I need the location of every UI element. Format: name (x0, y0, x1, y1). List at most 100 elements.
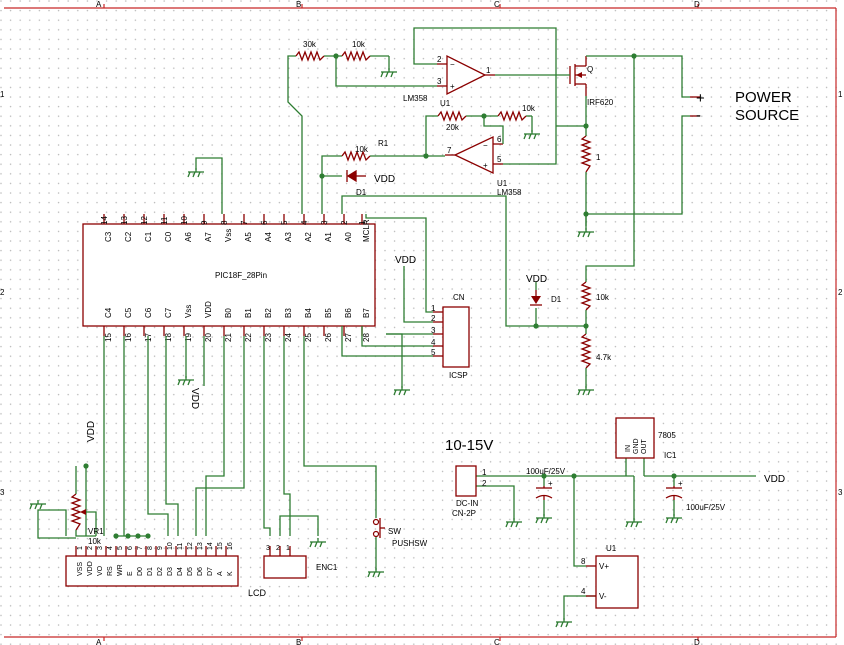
mcu-pin-name: A0 (344, 232, 353, 242)
opamp-power-block[interactable]: V+ V- 8 4 U1 (581, 544, 639, 609)
mcu-pin-name: B2 (264, 308, 273, 318)
resistor-divider-bottom[interactable]: 4.7k (580, 333, 612, 369)
lcd-pin-number: 14 (207, 542, 214, 550)
icsp-pin-number: 5 (431, 348, 436, 357)
opamp-u1b[interactable]: − + 6 5 7 U1 LM358 (445, 135, 522, 197)
mcu-bottom-pins: 15C416C517C618C719Vss20VDD21B022B123B224… (103, 301, 371, 342)
opamp2-pin-inp: 5 (497, 155, 502, 164)
lcd-pin-number: 13 (197, 542, 204, 550)
mcu-pin-number: 19 (184, 333, 193, 342)
diode-d1-upper[interactable]: VDD D1 (346, 169, 395, 197)
lcd-module[interactable]: LCD 1VSS2VDD3VO4RS5WR6E7D08D19D210D311D4… (65, 542, 267, 598)
mosfet-irf620[interactable]: Q IRF620 (569, 56, 614, 107)
lcd-pin-name: D4 (177, 567, 184, 576)
ground-icon (380, 68, 397, 78)
enc-pin: 1 (286, 545, 290, 552)
mcu-pin-name: C5 (124, 307, 133, 318)
mcu-pin-name: A4 (264, 232, 273, 242)
mcu-pin-name: C3 (104, 231, 113, 242)
diode-d1-lower[interactable]: VDD D1 (526, 274, 562, 306)
mcu-pin-number: 21 (224, 333, 233, 342)
lcd-pin-name: K (227, 571, 234, 576)
resistor-r1[interactable]: 10k R1 (341, 139, 389, 162)
resistor-20k[interactable]: 20k (437, 110, 467, 132)
potentiometer-vr1[interactable]: VR1 10k (70, 493, 104, 546)
u1-pin4: 4 (581, 587, 586, 596)
col-label-bottom: B (296, 638, 301, 645)
lcd-pin-number: 3 (97, 546, 104, 550)
row-label-left: 1 (0, 90, 5, 99)
mcu-pin-name: C4 (104, 307, 113, 318)
mcu-pin-name: A6 (184, 232, 193, 242)
power-source-label-1: POWER (735, 89, 792, 106)
mcu-pin-number: 6 (260, 220, 269, 225)
svg-text:+: + (548, 479, 553, 488)
mcu-pin-number: 9 (200, 220, 209, 225)
ground-icon (177, 376, 194, 386)
resistor-30k[interactable]: 30k (295, 40, 325, 62)
resistor-divider-top[interactable]: 10k (580, 281, 610, 311)
ground-icon (577, 386, 594, 396)
opamp2-ref: U1 (497, 179, 508, 188)
dc-in-connector[interactable]: 1 2 DC-IN CN-2P (452, 465, 487, 518)
diode-d1-upper-label: D1 (356, 188, 367, 197)
regulator-name: 7805 (658, 431, 676, 440)
lcd-pin-number: 15 (217, 542, 224, 550)
col-label-top: D (694, 0, 700, 9)
mcu-bottom-wires: VDD VDD (37, 336, 377, 539)
power-plus-sign: + (696, 90, 705, 107)
icsp-pin-number: 2 (431, 314, 436, 323)
col-label-top: C (494, 0, 500, 9)
u1-vplus: V+ (599, 562, 609, 571)
ground-symbols (29, 68, 682, 628)
encoder-name: ENC1 (316, 563, 338, 572)
icsp-pin-number: 4 (431, 338, 436, 347)
mcu-pin-number: 15 (104, 333, 113, 342)
mcu-pin-name: B0 (224, 308, 233, 318)
cap-output-label: 100uF/25V (686, 503, 726, 512)
mcu-pin-name: MCLR (362, 219, 371, 242)
mcu-pin-number: 22 (244, 333, 253, 342)
opamp2-name: LM358 (497, 188, 522, 197)
mcu-pin-number: 2 (340, 220, 349, 225)
vdd-label: VDD (526, 274, 547, 285)
regulator-ref: IC1 (664, 451, 677, 460)
resistor-10k-top[interactable]: 10k (341, 40, 371, 62)
opamp-u1a[interactable]: − + 2 3 1 LM358 U1 (403, 54, 495, 108)
opamp1-name: LM358 (403, 94, 428, 103)
mosfet-ref: Q (587, 65, 593, 74)
push-switch[interactable]: SW PUSHSW (372, 518, 428, 570)
power-source-terminals: + - POWER SOURCE (690, 89, 799, 124)
lcd-pin-number: 1 (77, 546, 84, 550)
resistor-r1-ref: R1 (378, 139, 389, 148)
svg-text:+: + (483, 161, 488, 170)
resistor-10k-top-label: 10k (352, 40, 366, 49)
enc-pin: 2 (276, 545, 280, 552)
resistor-shunt[interactable]: 1 (580, 135, 601, 173)
vdd-label: VDD (86, 421, 97, 442)
switch-name: PUSHSW (392, 539, 428, 548)
ground-icon (535, 514, 552, 524)
encoder-enc1[interactable]: 3 2 1 ENC1 (263, 545, 338, 579)
lcd-pins: 1VSS2VDD3VO4RS5WR6E7D08D19D210D311D412D5… (75, 542, 234, 576)
opamp1-pin-inm: 2 (437, 55, 442, 64)
mcu-pin-number: 28 (362, 333, 371, 342)
reg-pin-in: IN (625, 445, 632, 452)
capacitor-input[interactable]: + 100uF/25V (526, 467, 566, 500)
dcin-pin2: 2 (482, 479, 487, 488)
col-label-top: B (296, 0, 301, 9)
lcd-pin-name: E (127, 571, 134, 576)
lcd-pin-name: D7 (207, 567, 214, 576)
lcd-name: LCD (248, 588, 267, 598)
ground-icon (625, 518, 642, 528)
mcu-pin-name: Vss (184, 305, 193, 318)
pot-ref: VR1 (88, 527, 104, 536)
voltage-regulator-7805[interactable]: IN GND OUT 7805 IC1 (615, 417, 677, 460)
resistor-10k-feedback[interactable]: 10k (497, 104, 536, 122)
reg-pin-gnd: GND (633, 438, 640, 454)
capacitor-output[interactable]: + 100uF/25V (665, 479, 726, 512)
pic18f-microcontroller[interactable]: PIC18F_28Pin 14C313C212C111C010A69A78Vss… (82, 214, 376, 342)
